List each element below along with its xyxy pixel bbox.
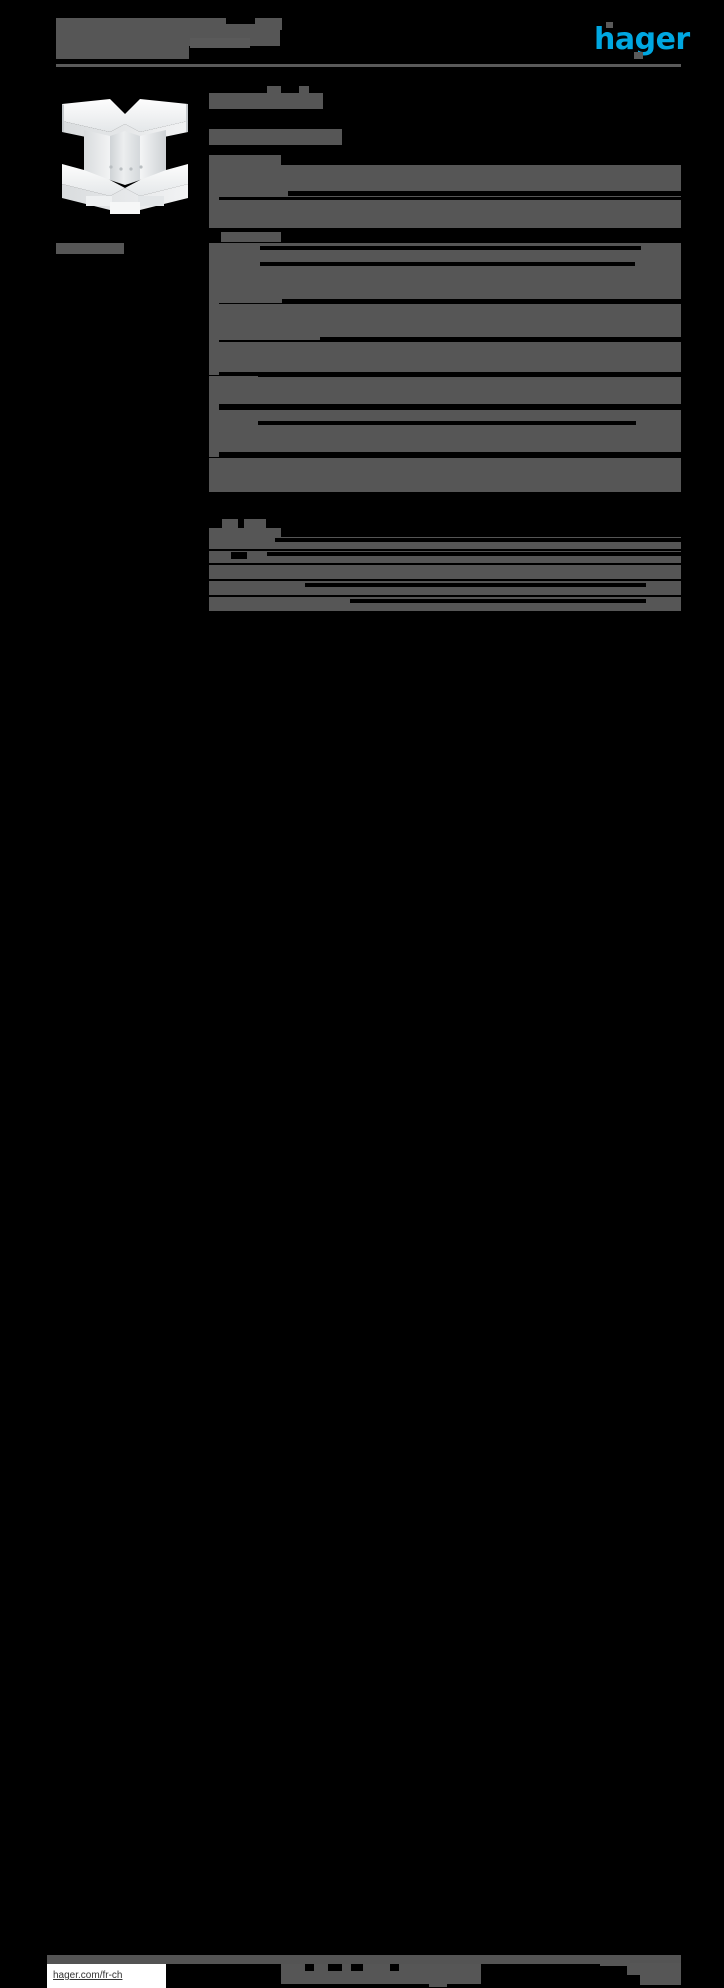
specification-table-lower xyxy=(209,517,681,617)
block1-row-1-value-gap xyxy=(288,191,681,196)
table-row-value-gap xyxy=(267,552,681,556)
block3-heading xyxy=(209,528,281,538)
product-image xyxy=(48,84,201,217)
footer-center-gap xyxy=(390,1964,399,1971)
spec-heading-tick-1 xyxy=(267,86,281,94)
document-title-line-3 xyxy=(56,42,189,59)
table-row-value-gap xyxy=(258,405,621,409)
hager-wordmark: hager xyxy=(594,22,690,57)
table-row-tag xyxy=(209,404,219,410)
table-row xyxy=(209,426,681,452)
block1-row-2 xyxy=(209,200,681,228)
table-row-value-gap xyxy=(260,262,635,266)
specifications-subheading xyxy=(209,129,342,145)
page-footer: hager.com/fr-ch xyxy=(0,975,724,1988)
header-divider xyxy=(56,64,681,67)
logo-mark-top xyxy=(606,22,613,28)
table-row-value-gap xyxy=(305,583,646,587)
table-row-value-gap xyxy=(282,299,681,303)
footer-website-link[interactable]: hager.com/fr-ch xyxy=(47,1964,166,1988)
spec-heading-tick-2 xyxy=(299,86,309,94)
footer-center-text-tail xyxy=(429,1978,447,1987)
left-column-label-accessories xyxy=(56,243,124,254)
table-row xyxy=(209,565,681,579)
logo-mark-bottom xyxy=(634,52,643,59)
table-row-tag xyxy=(209,259,219,265)
table-row-value-gap xyxy=(266,453,681,457)
table-row-value-gap xyxy=(231,552,247,559)
page-header: hager xyxy=(0,0,724,80)
block1-row-2-tag xyxy=(209,196,219,202)
table-row-value-gap xyxy=(275,538,681,542)
footer-divider xyxy=(47,1955,681,1964)
table-row xyxy=(209,376,681,404)
hager-logo: hager xyxy=(594,22,690,59)
table-row xyxy=(209,342,681,372)
block3-heading-tick-1 xyxy=(222,519,238,528)
table-row-value-gap xyxy=(320,337,681,341)
specification-table-main xyxy=(209,232,681,492)
corner-fitting-illustration xyxy=(62,99,188,214)
document-subtitle xyxy=(190,38,250,48)
footer-right-text-bottom xyxy=(640,1974,681,1985)
specifications-heading xyxy=(209,93,323,109)
table-row-tag xyxy=(209,420,219,426)
table-row-value-gap xyxy=(260,246,641,250)
table-row-value-gap xyxy=(258,373,681,377)
footer-center-gap xyxy=(351,1964,363,1971)
footer-right-text-top xyxy=(600,1960,630,1966)
footer-center-gap xyxy=(328,1964,342,1971)
table-row xyxy=(209,263,681,303)
footer-center-gap xyxy=(305,1964,314,1971)
block1-header-label xyxy=(209,155,281,165)
product-code xyxy=(255,18,282,30)
table-row-tag xyxy=(209,336,219,342)
block2-header-label xyxy=(221,232,281,242)
block3-heading-tick-2 xyxy=(244,519,266,528)
table-row xyxy=(209,458,681,492)
table-row-tag xyxy=(209,298,219,304)
table-row-tag xyxy=(209,451,219,457)
table-row xyxy=(209,304,681,340)
table-row-value-gap xyxy=(350,599,646,603)
table-row-value-gap xyxy=(258,421,636,425)
table-row-tag xyxy=(209,369,219,375)
